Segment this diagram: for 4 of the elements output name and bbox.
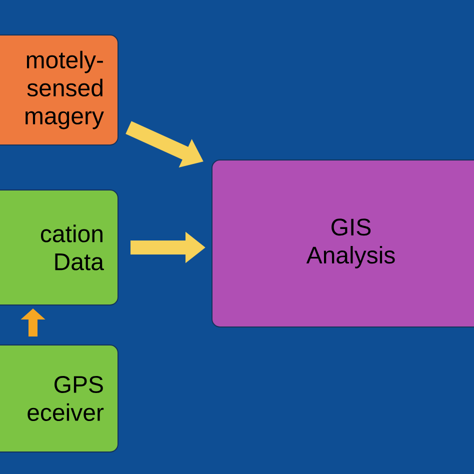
process-box: motely- sensed magery bbox=[0, 34, 118, 146]
process-box: cation Data bbox=[0, 190, 118, 306]
process-box: GPS eceiver bbox=[0, 344, 118, 452]
process-box: GIS Analysis bbox=[212, 160, 474, 328]
